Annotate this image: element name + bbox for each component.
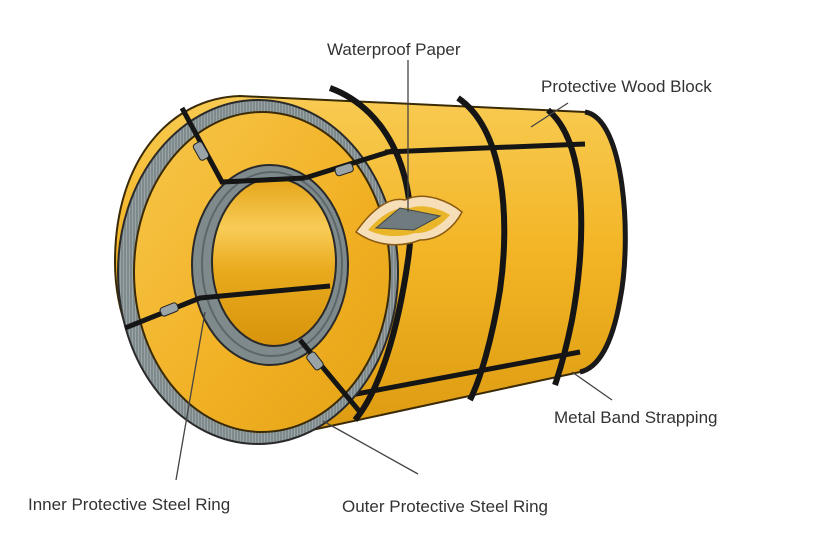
label-inner-protective-steel-ring: Inner Protective Steel Ring — [28, 495, 230, 514]
metal-band — [334, 349, 581, 401]
leader-line-outer-ring — [322, 420, 419, 475]
coil-far-end-edge — [579, 109, 628, 375]
metal-band — [328, 85, 414, 422]
leader-line-inner-ring — [175, 311, 206, 481]
label-waterproof-paper: Waterproof Paper — [327, 40, 461, 59]
band-clip — [192, 141, 210, 161]
band-clip — [334, 162, 354, 177]
label-outer-protective-steel-ring: Outer Protective Steel Ring — [342, 497, 548, 516]
face-band — [124, 283, 331, 331]
face-band-group — [124, 106, 396, 414]
waterproof-paper-tear — [354, 195, 463, 246]
face-band — [298, 338, 362, 414]
label-protective-wood-block: Protective Wood Block — [541, 77, 712, 96]
band-clip — [306, 351, 324, 371]
inner-protective-steel-ring-shape — [191, 164, 349, 366]
metal-band — [384, 141, 586, 155]
leader-lines — [175, 60, 613, 481]
leader-line-wood-block — [530, 102, 569, 128]
label-metal-band-strapping: Metal Band Strapping — [554, 408, 718, 427]
leader-line-metal-band — [571, 371, 613, 401]
band-clip — [159, 302, 179, 317]
metal-band-strapping-group — [328, 85, 586, 422]
face-band — [179, 106, 306, 185]
